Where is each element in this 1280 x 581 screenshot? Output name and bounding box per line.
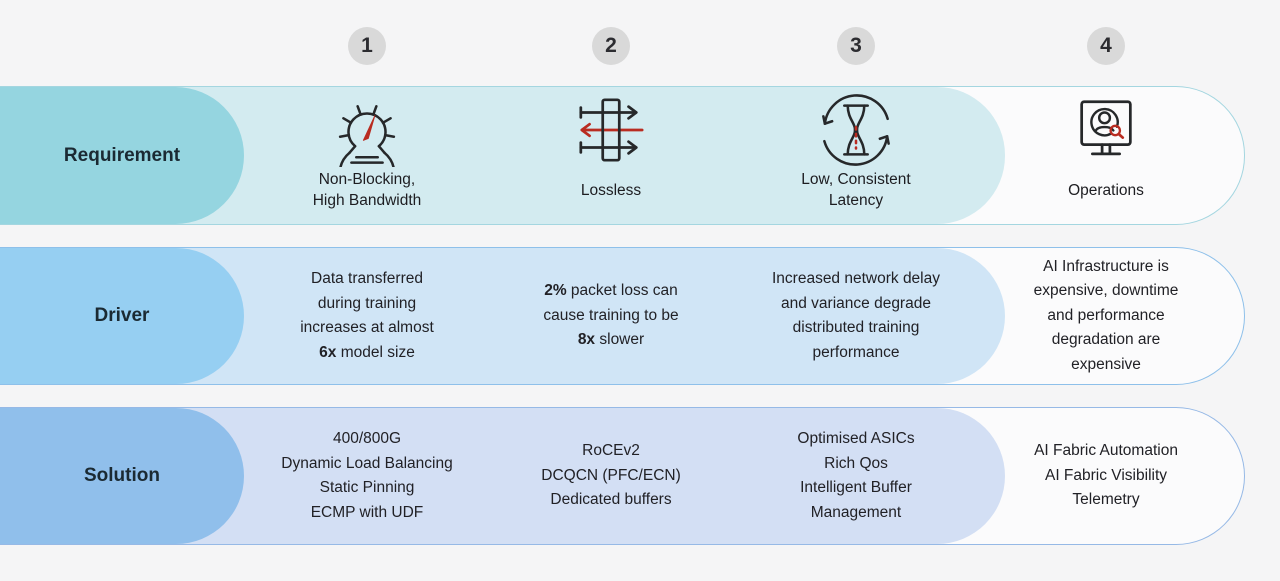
row-driver-pill: Data transferred during training increas…: [0, 247, 1245, 385]
lossless-arrows-icon: [574, 93, 648, 167]
requirement-caption-lossless: Lossless: [580, 181, 642, 199]
driver-col-latency: Increased network delay and variance deg…: [771, 270, 940, 361]
requirement-col-lossless: Lossless: [491, 87, 731, 224]
requirement-caption-bandwidth: Non-Blocking, High Bandwidth: [312, 171, 422, 209]
requirement-col-operations: Operations: [986, 87, 1226, 224]
hourglass-cycle-icon: [819, 93, 893, 167]
step-number-3: 3: [837, 27, 875, 65]
step-number-1: 1: [348, 27, 386, 65]
solution-col-latency: Optimised ASICs Rich Qos Intelligent Buf…: [797, 430, 915, 521]
requirement-caption-operations: Operations: [1068, 181, 1144, 199]
requirement-col-latency: Low, Consistent Latency: [726, 87, 986, 224]
row-requirement-pill: Non-Blocking, High Bandwidth: [0, 86, 1245, 225]
requirement-col-bandwidth: Non-Blocking, High Bandwidth: [247, 87, 487, 224]
step-number-2: 2: [592, 27, 630, 65]
row-driver-label: Driver: [0, 248, 244, 384]
driver-col-bandwidth: Data transferred during training increas…: [300, 270, 434, 361]
row-solution-label: Solution: [0, 408, 244, 544]
solution-col-operations: AI Fabric Automation AI Fabric Visibilit…: [1034, 442, 1178, 509]
driver-col-operations: AI Infrastructure is expensive, downtime…: [1033, 257, 1179, 373]
row-solution-pill: 400/800G Dynamic Load Balancing Static P…: [0, 407, 1245, 545]
solution-col-bandwidth: 400/800G Dynamic Load Balancing Static P…: [281, 430, 453, 521]
monitor-search-icon: [1069, 93, 1143, 167]
step-number-4: 4: [1087, 27, 1125, 65]
requirement-caption-latency: Low, Consistent Latency: [801, 171, 911, 209]
speedometer-icon: [330, 93, 404, 167]
driver-col-lossless: 2% packet loss can cause training to be …: [543, 282, 679, 349]
row-requirement-label: Requirement: [0, 87, 244, 224]
solution-col-lossless: RoCEv2 DCQCN (PFC/ECN) Dedicated buffers: [541, 442, 681, 509]
